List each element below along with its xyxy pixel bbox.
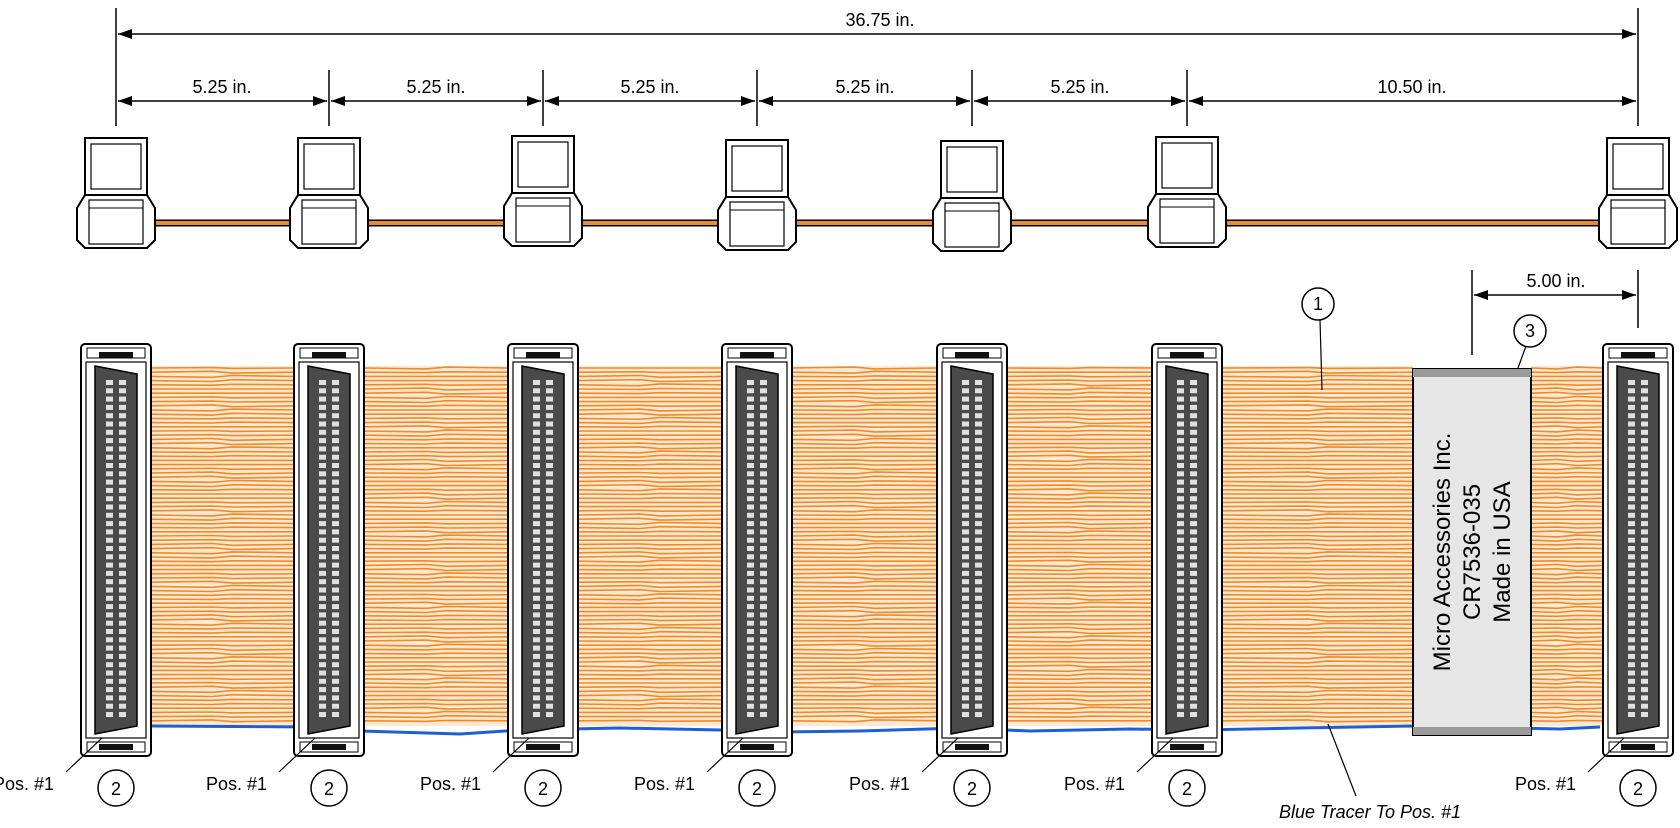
callout-1-number: 1 — [1313, 294, 1323, 314]
callout-2-number: 2 — [752, 779, 762, 799]
connector-body — [307, 365, 351, 735]
position-marker: Pos. #1 2 — [1515, 737, 1657, 807]
callout-2-number: 2 — [324, 779, 334, 799]
position-marker: Pos. #1 2 — [420, 737, 562, 807]
pos-1-label: Pos. #1 — [634, 774, 695, 794]
position-marker: Pos. #1 2 — [206, 737, 348, 807]
side-connector — [289, 137, 369, 249]
connector-body — [735, 365, 779, 735]
connector-body — [950, 365, 994, 735]
spacing-dimensions: 5.25 in. 5.25 in. 5.25 in. 5.25 in. 5.25… — [118, 70, 1636, 126]
position-marker: Pos. #1 2 — [634, 737, 776, 807]
callout-2-number: 2 — [1182, 779, 1192, 799]
side-view-connectors — [76, 135, 1678, 252]
blue-tracer — [149, 724, 1601, 736]
side-view — [76, 135, 1678, 252]
connector-body — [94, 365, 138, 735]
callout-cable: 1 — [1301, 287, 1335, 391]
top-connector — [1602, 343, 1674, 757]
spacing-label-2: 5.25 in. — [406, 77, 465, 97]
connector-body — [1165, 365, 1209, 735]
pos-1-label: Pos. #1 — [206, 774, 267, 794]
connector-body — [1616, 365, 1660, 735]
cable-wires — [150, 366, 1604, 726]
pos-1-label: Pos. #1 — [1515, 774, 1576, 794]
spacing-label-3: 5.25 in. — [620, 77, 679, 97]
position-markers: Pos. #1 2 Pos. #1 2 Pos. #1 2 Pos. #1 2 Pos. #1 2… — [0, 737, 1657, 807]
label-origin-text: Made in USA — [1489, 481, 1516, 622]
cable-label-band — [1412, 368, 1532, 736]
callout-3-number: 3 — [1525, 321, 1535, 341]
spacing-label-5: 5.25 in. — [1050, 77, 1109, 97]
top-connector — [936, 343, 1008, 757]
callout-label: 3 — [1513, 314, 1547, 369]
label-company-text: Micro Accessories Inc. — [1429, 433, 1456, 672]
side-connector — [503, 135, 583, 247]
side-connector — [1147, 136, 1227, 248]
pos-1-label: Pos. #1 — [420, 774, 481, 794]
pos-1-label: Pos. #1 — [849, 774, 910, 794]
flat-cable — [149, 366, 1604, 736]
tracer-note-text: Blue Tracer To Pos. #1 — [1279, 802, 1461, 822]
side-connector — [717, 139, 797, 251]
end-length-label: 5.00 in. — [1526, 271, 1585, 291]
side-connector — [932, 140, 1012, 252]
tracer-note: Blue Tracer To Pos. #1 — [1279, 723, 1461, 822]
top-connector — [721, 343, 793, 757]
pos-1-label: Pos. #1 — [1064, 774, 1125, 794]
callout-2-number: 2 — [967, 779, 977, 799]
callout-2-number: 2 — [1633, 779, 1643, 799]
position-marker: Pos. #1 2 — [0, 737, 135, 807]
overall-length-label: 36.75 in. — [845, 10, 914, 30]
callout-2-number: 2 — [111, 779, 121, 799]
side-connector — [76, 137, 156, 249]
spacing-label-1: 5.25 in. — [192, 77, 251, 97]
position-marker: Pos. #1 2 — [1064, 737, 1206, 807]
callout-2-number: 2 — [538, 779, 548, 799]
label-part-number-text: CR7536-035 — [1459, 484, 1486, 620]
cable-label: Micro Accessories Inc. CR7536-035 Made i… — [1412, 368, 1532, 736]
connector-body — [521, 365, 565, 735]
top-view-connectors — [80, 343, 1674, 757]
pos-1-label: Pos. #1 — [0, 774, 54, 794]
top-connector — [80, 343, 152, 757]
spacing-label-6: 10.50 in. — [1377, 77, 1446, 97]
top-connector — [293, 343, 365, 757]
end-length-dimension: 5.00 in. — [1471, 270, 1639, 355]
overall-dimension: 36.75 in. — [115, 8, 1639, 126]
position-marker: Pos. #1 2 — [849, 737, 991, 807]
side-connector — [1598, 137, 1678, 249]
top-connector — [507, 343, 579, 757]
spacing-label-4: 5.25 in. — [835, 77, 894, 97]
top-connector — [1151, 343, 1223, 757]
